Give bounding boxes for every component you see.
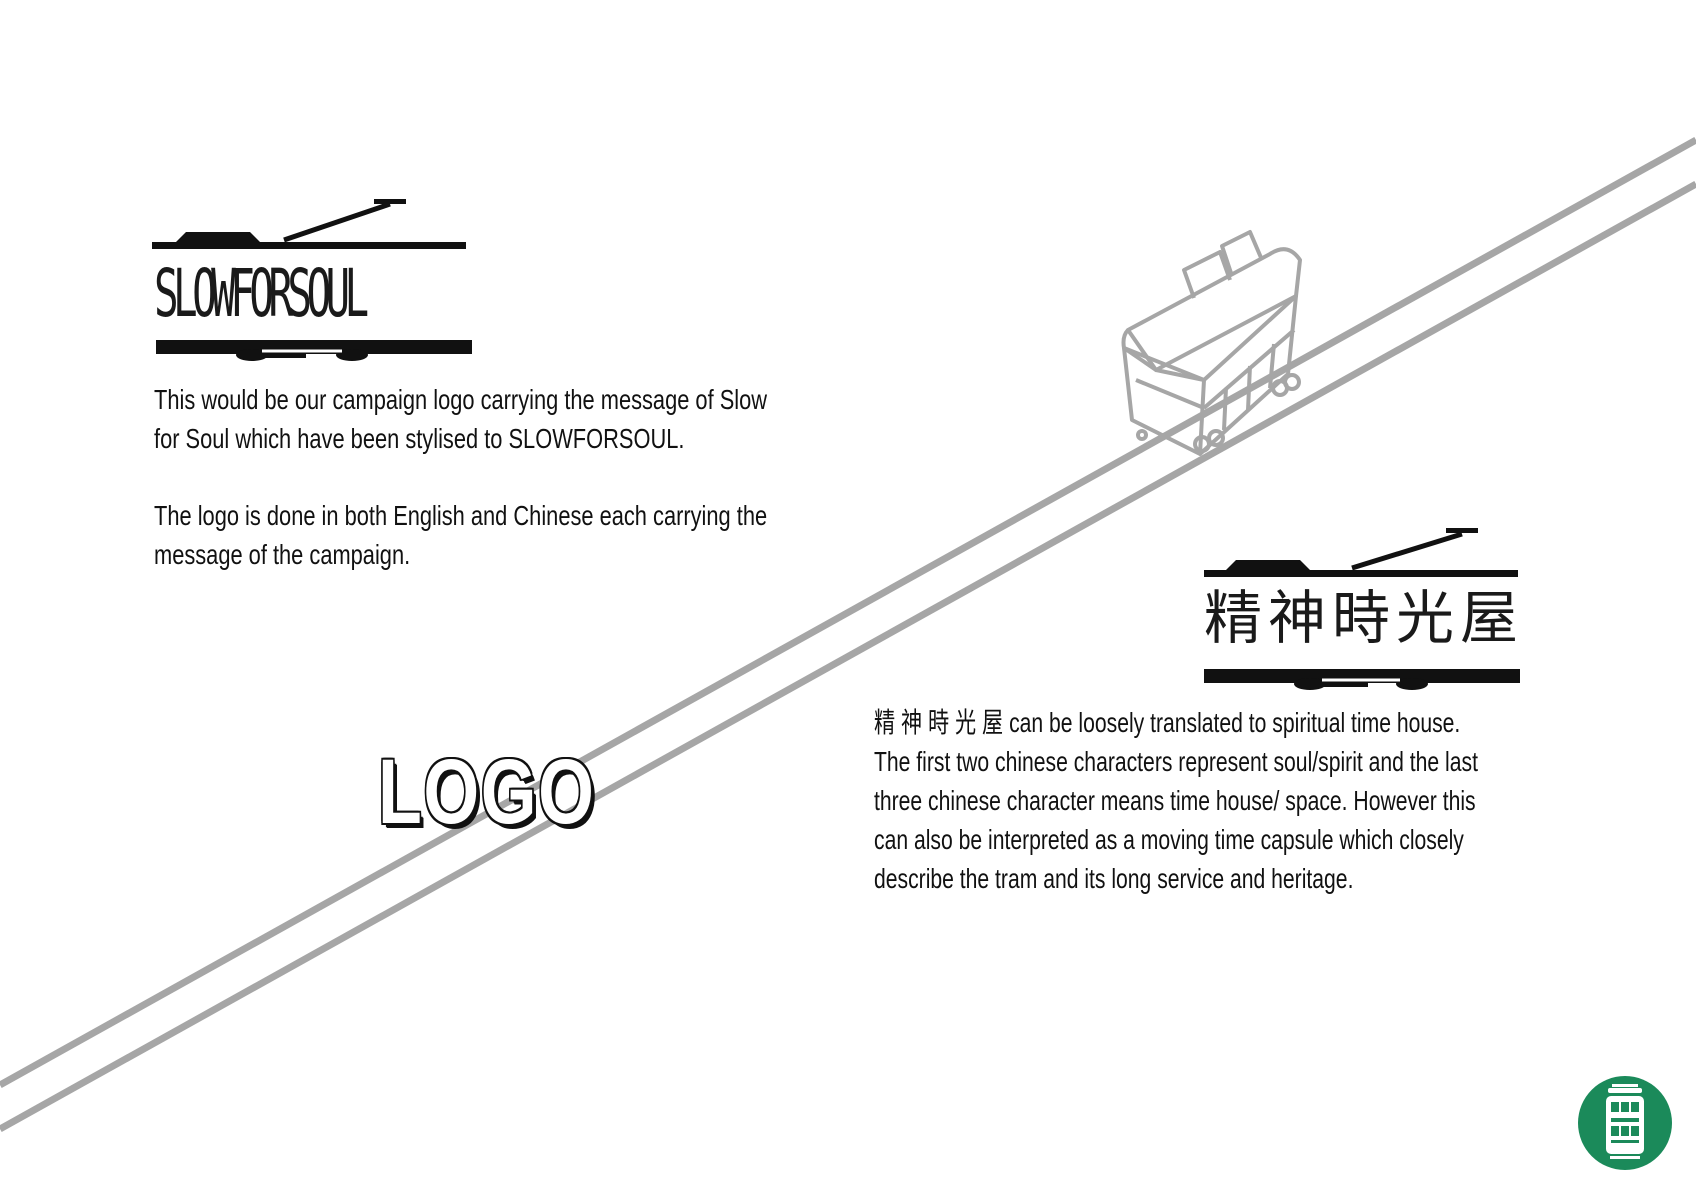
chinese-logo: 精神時光屋 [1204,526,1524,696]
logo-cn-text: 精神時光屋 [1204,584,1525,652]
paragraph-line: describe the tram and its long service a… [874,863,1354,894]
paragraph-line: message of the campaign. [154,539,411,570]
slowforsoul-logo: SLOWFORSOUL [152,198,472,366]
bilingual-logo-paragraph: The logo is done in both English and Chi… [154,496,767,574]
paragraph-line: 精 神 時 光 屋 can be loosely translated to s… [874,707,1461,738]
logo-en-text: SLOWFORSOUL [154,255,369,332]
paragraph-line: can also be interpreted as a moving time… [874,824,1464,855]
paragraph-line: for Soul which have been stylised to SLO… [154,423,685,454]
tram-logo-frame-icon [1204,528,1520,690]
tram-logo-frame-icon [152,199,472,361]
tram-badge-icon [1606,1084,1644,1159]
paragraph-line: three chinese character means time house… [874,785,1476,816]
paragraph-line: The first two chinese characters represe… [874,746,1478,777]
tram-badge [1578,1076,1672,1170]
paragraph-line: The logo is done in both English and Chi… [154,500,768,531]
logo-description-paragraph: This would be our campaign logo carrying… [154,380,767,458]
tram-outline-icon [1121,230,1302,456]
chinese-logo-paragraph: 精 神 時 光 屋 can be loosely translated to s… [874,703,1478,898]
logo-heading: LOGO [378,741,596,843]
paragraph-line: This would be our campaign logo carrying… [154,384,768,415]
